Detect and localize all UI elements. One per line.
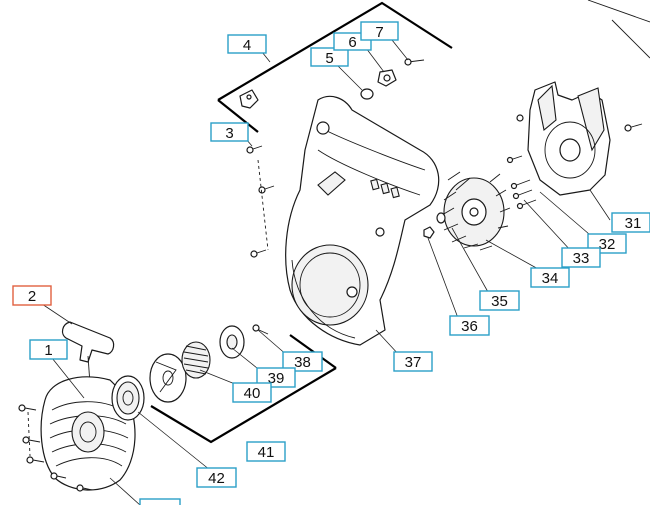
callout-1: 1 [29,339,68,360]
callout-label-41: 41 [258,444,275,461]
edge-line [587,0,650,23]
callout-box-40 [232,382,272,403]
callout-label-1: 1 [44,342,52,359]
callout-box-7 [360,21,399,41]
callout-label-33: 33 [573,250,590,267]
callout-37: 37 [393,351,433,372]
rope-pulley [111,375,145,421]
callout-2: 2 [12,285,52,306]
callout-box-42 [196,467,237,488]
callout-label-2: 2 [28,288,36,305]
callout-box-3 [210,122,249,142]
callout-label-4: 4 [243,37,251,54]
callout-39: 39 [256,367,296,388]
callout-box-37 [393,351,433,372]
callout-label-32: 32 [599,236,616,253]
callout-label-42: 42 [208,470,225,487]
callout-label-37: 37 [405,354,422,371]
callout-label-6: 6 [348,34,356,51]
callout-36: 36 [449,315,490,336]
callout-box-36 [449,315,490,336]
callout-4: 4 [227,34,267,54]
cup-screw [252,324,269,335]
callout-label-5: 5 [325,50,333,67]
callout-label-7: 7 [375,24,383,41]
callout-box-33 [561,247,601,268]
callout-41: 41 [246,441,286,462]
callout-label-31: 31 [625,215,642,232]
cover-screws [18,404,93,492]
callout-34: 34 [530,267,570,288]
callout-31: 31 [611,212,650,233]
callout-5: 5 [310,47,349,67]
callout-box-38 [282,351,323,372]
flywheel [441,171,511,251]
callout-box-4 [227,34,267,54]
group-bracket-4-tick [217,99,259,133]
starter-spring [181,341,211,379]
starter-cover [40,376,136,491]
washer [436,212,446,224]
callout-label-36: 36 [461,318,478,335]
starter-cup [219,325,245,359]
callout-42: 42 [196,467,237,488]
callout-label-39: 39 [268,370,285,387]
callout-box-partial [139,498,181,505]
callout-label-38: 38 [294,354,311,371]
housing-screws [246,145,275,258]
callout-33: 33 [561,247,601,268]
callout-box-41 [246,441,286,462]
clip-parts [239,58,425,109]
ignition-module [516,81,643,196]
callout-box-35 [479,290,520,311]
group-bracket-41 [150,367,337,444]
callout-label-34: 34 [542,270,559,287]
callout-box-1 [29,339,68,360]
callout-7: 7 [360,21,399,41]
ignition-bolts [506,155,537,210]
callout-box-34 [530,267,570,288]
starter-plate [149,353,187,403]
fan-housing [285,95,440,346]
callout-box-2 [12,285,52,306]
nut [423,226,435,239]
callout-label-40: 40 [244,385,261,402]
callout-3: 3 [210,122,249,142]
callout-35: 35 [479,290,520,311]
callout-label-35: 35 [491,293,508,310]
callout-box-39 [256,367,296,388]
edge-line [611,19,650,59]
callout-box-5 [310,47,349,67]
callout-40: 40 [232,382,272,403]
callout-38: 38 [282,351,323,372]
callout-label-3: 3 [225,125,233,142]
group-bracket-4 [217,1,453,101]
callout-box-31 [611,212,650,233]
